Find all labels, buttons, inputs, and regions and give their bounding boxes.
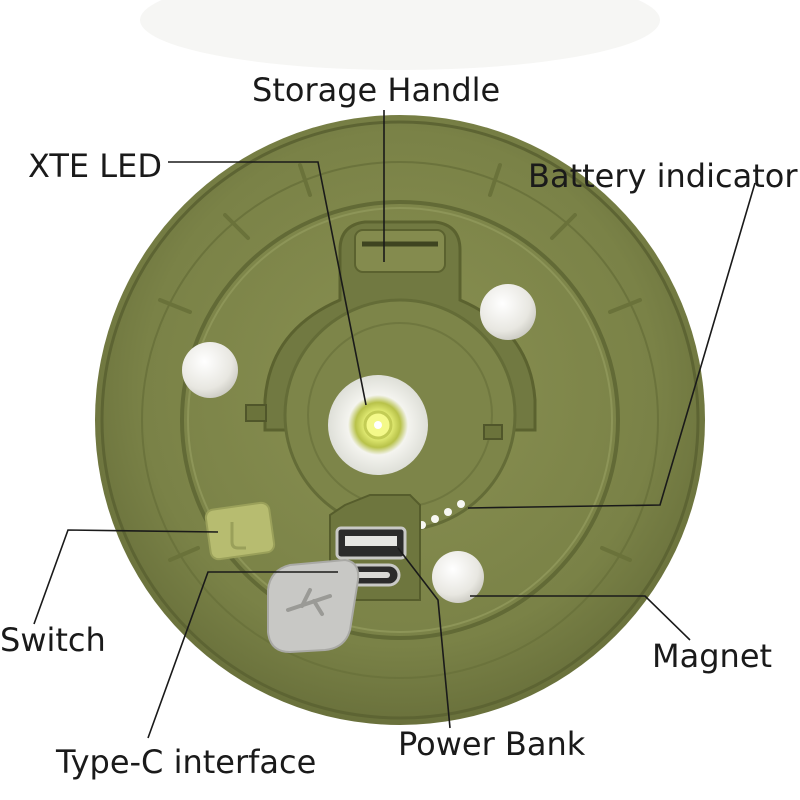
inner-ring-highlight — [187, 207, 613, 633]
label-power-bank: Power Bank — [398, 725, 586, 763]
clip-left — [245, 404, 267, 422]
usb-c-tongue — [352, 572, 390, 578]
led-dot — [374, 421, 382, 429]
clip-right — [483, 424, 503, 440]
rim-ribs — [158, 163, 642, 562]
inner-ring — [180, 200, 620, 640]
leader-magnet — [470, 595, 691, 641]
label-switch: Switch — [0, 621, 106, 659]
body-rim — [100, 120, 700, 720]
leader-power-bank — [397, 547, 451, 729]
background-glow — [140, 0, 660, 70]
usb-icon — [286, 588, 332, 616]
magnet-top-right — [480, 284, 536, 340]
storage-handle[interactable] — [354, 229, 446, 273]
label-magnet: Magnet — [652, 637, 773, 675]
label-type-c-interface: Type-C interface — [56, 743, 317, 781]
leader-lines — [33, 110, 756, 739]
leader-switch — [33, 529, 219, 625]
leader-battery-indicator — [467, 182, 756, 509]
magnet-left — [182, 342, 238, 398]
leader-xte-led — [168, 161, 367, 406]
label-battery-indicator: Battery indicator — [528, 157, 798, 195]
usb-a-tongue — [345, 536, 397, 546]
switch-button[interactable] — [204, 501, 276, 561]
label-storage-handle: Storage Handle — [252, 71, 501, 109]
leader-type-c — [147, 571, 338, 739]
label-xte-led: XTE LED — [28, 147, 162, 185]
power-symbol-icon — [230, 522, 246, 550]
middle-ring — [141, 161, 659, 679]
port-cap[interactable] — [267, 558, 360, 654]
magnet-bottom-right — [432, 551, 484, 603]
